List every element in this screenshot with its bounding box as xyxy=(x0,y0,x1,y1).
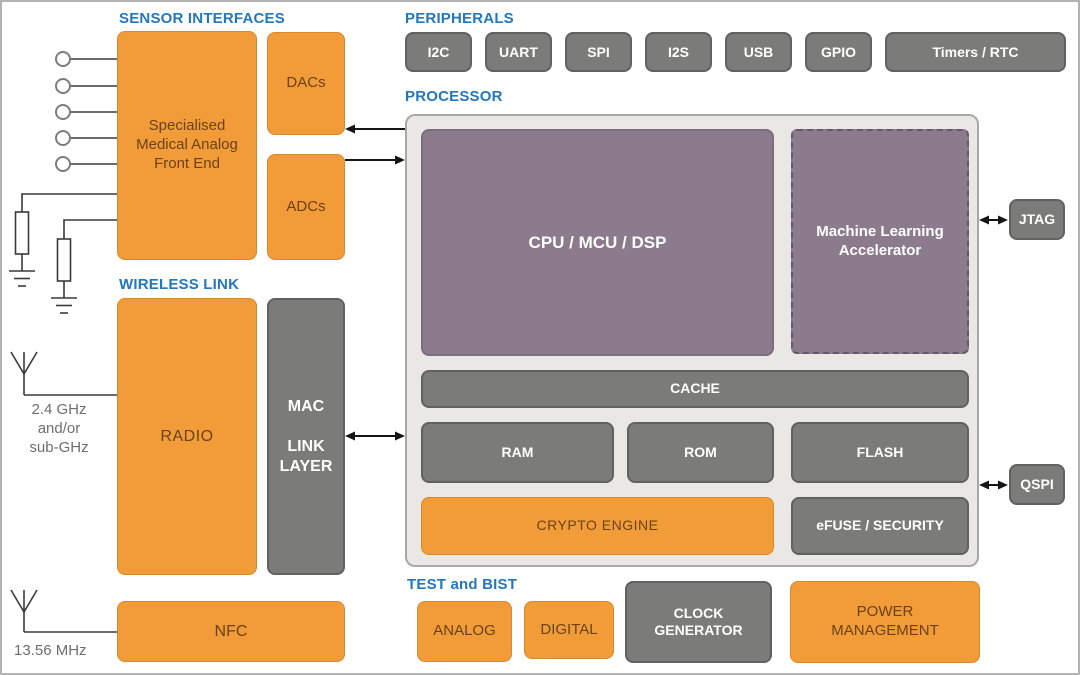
block-cache: CACHE xyxy=(421,370,969,408)
block-ram: RAM xyxy=(421,422,614,483)
power-label-line2: MANAGEMENT xyxy=(831,622,939,639)
block-mac-link-layer: MAC LINK LAYER xyxy=(267,298,345,575)
peripherals-label: PERIPHERALS xyxy=(405,10,514,27)
block-flash: FLASH xyxy=(791,422,969,483)
clock-label-line1: CLOCK xyxy=(673,604,724,621)
nfc-antenna-icon xyxy=(10,589,117,633)
block-clock-generator: CLOCK GENERATOR xyxy=(625,581,772,663)
block-efuse-security: eFUSE / SECURITY xyxy=(791,497,969,555)
dac-arrow xyxy=(345,124,405,134)
electrode-resistor-icon xyxy=(51,219,117,314)
processor-label: PROCESSOR xyxy=(405,88,503,105)
radio-frequency-label: 2.4 GHz and/or sub-GHz xyxy=(16,400,102,457)
radio-freq-line2: and/or xyxy=(37,420,81,437)
qspi-arrow xyxy=(979,480,1008,490)
block-nfc: NFC xyxy=(117,601,345,662)
block-analog-test: ANALOG xyxy=(417,601,512,662)
block-digital-test: DIGITAL xyxy=(524,601,614,659)
sensor-interfaces-label: SENSOR INTERFACES xyxy=(119,10,285,27)
peripherals-row: I2C UART SPI I2S USB GPIO Timers / RTC xyxy=(405,32,1066,72)
block-radio: RADIO xyxy=(117,298,257,575)
afe-label-line3: Front End xyxy=(154,154,220,172)
mac-label-line2: LINK xyxy=(287,437,325,455)
block-crypto-engine: CRYPTO ENGINE xyxy=(421,497,774,555)
processor-container: CPU / MCU / DSP Machine Learning Acceler… xyxy=(405,114,979,567)
electrode-resistor-icon xyxy=(9,193,117,287)
jtag-arrow xyxy=(979,215,1008,225)
sensor-terminal-icons xyxy=(55,51,117,172)
power-label-line1: POWER xyxy=(856,603,914,621)
afe-label-line2: Medical Analog xyxy=(136,136,238,154)
mac-label-line3: LAYER xyxy=(279,457,333,475)
mac-label-line1: MAC xyxy=(287,397,325,415)
block-qspi: QSPI xyxy=(1009,464,1065,505)
radio-antenna-icon xyxy=(10,351,117,396)
afe-label-line1: Specialised xyxy=(148,117,226,135)
block-cpu-mcu-dsp: CPU / MCU / DSP xyxy=(421,129,774,356)
block-power-management: POWER MANAGEMENT xyxy=(790,581,980,663)
ml-label-line2: Accelerator xyxy=(838,241,922,259)
block-uart: UART xyxy=(485,32,552,72)
block-ml-accelerator: Machine Learning Accelerator xyxy=(791,129,969,354)
block-jtag: JTAG xyxy=(1009,199,1065,240)
nfc-frequency-label: 13.56 MHz xyxy=(14,642,87,659)
block-gpio: GPIO xyxy=(805,32,872,72)
block-i2c: I2C xyxy=(405,32,472,72)
wireless-link-label: WIRELESS LINK xyxy=(119,276,240,293)
ml-label-line1: Machine Learning xyxy=(816,222,944,240)
block-usb: USB xyxy=(725,32,792,72)
block-analog-front-end: Specialised Medical Analog Front End xyxy=(117,31,257,260)
block-rom: ROM xyxy=(627,422,774,483)
block-adcs: ADCs xyxy=(267,154,345,260)
mac-bus-arrow xyxy=(345,431,405,441)
block-i2s: I2S xyxy=(645,32,712,72)
block-spi: SPI xyxy=(565,32,632,72)
radio-freq-line3: sub-GHz xyxy=(29,439,89,456)
test-bist-label: TEST and BIST xyxy=(407,576,518,593)
clock-label-line2: GENERATOR xyxy=(654,622,743,638)
radio-freq-line1: 2.4 GHz xyxy=(31,401,87,418)
block-dacs: DACs xyxy=(267,32,345,135)
adc-arrow xyxy=(345,155,405,165)
block-timers-rtc: Timers / RTC xyxy=(885,32,1066,72)
